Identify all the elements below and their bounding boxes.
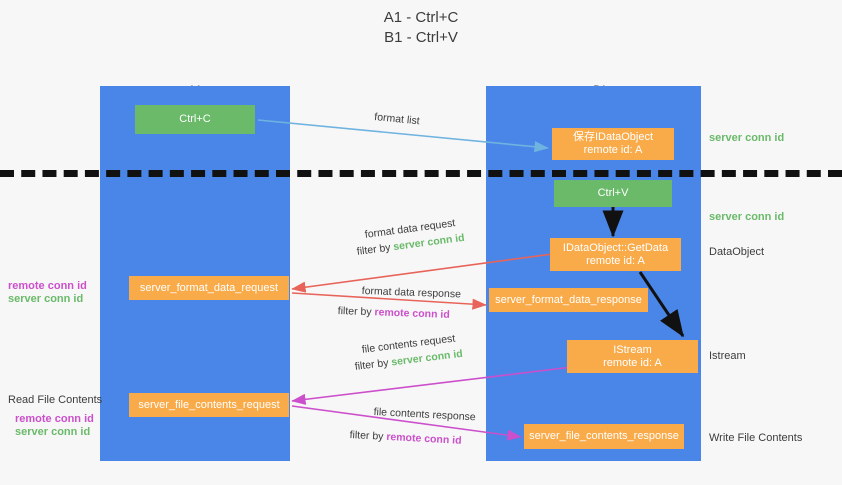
diagram-title: A1 - Ctrl+C B1 - Ctrl+V (383, 9, 459, 46)
annot-file-contents-response-filter: filter by remote conn id (349, 428, 462, 449)
node-server-file-contents-request[interactable]: server_file_contents_request (129, 393, 289, 417)
node-save-idataobject[interactable]: 保存IDataObject remote id: A (552, 128, 674, 160)
label-remote-conn-id-2: remote conn id (15, 413, 94, 425)
annot-file-contents-request-filter-prefix: filter by (354, 356, 393, 373)
annot-format-list: format list (373, 110, 421, 128)
node-server-format-data-request[interactable]: server_format_data_request (129, 276, 289, 300)
label-server-conn-id-2: server conn id (15, 426, 91, 438)
label-istream: Istream (709, 350, 746, 362)
node-ctrl-c[interactable]: Ctrl+C (135, 105, 255, 134)
annot-file-contents-response-filter-token: remote conn id (386, 430, 462, 447)
node-idataobject-getdata[interactable]: IDataObject::GetData remote id: A (550, 238, 681, 271)
label-read-file-contents: Read File Contents (8, 394, 103, 406)
annot-file-contents-response-filter-prefix: filter by (349, 428, 387, 443)
label-dataobject: DataObject (709, 246, 765, 258)
label-server-conn-id-1: server conn id (8, 293, 84, 305)
annot-format-data-response-filter-prefix: filter by (337, 304, 375, 319)
label-server-conn-id-mid: server conn id (709, 211, 785, 223)
label-write-file-contents: Write File Contents (709, 432, 803, 444)
annot-format-data-response: format data response (361, 284, 462, 301)
node-server-file-contents-response[interactable]: server_file_contents_response (524, 424, 684, 449)
label-server-conn-id-top: server conn id (709, 132, 785, 144)
node-istream[interactable]: IStream remote id: A (567, 340, 698, 373)
annot-format-data-response-filter-token: remote conn id (374, 306, 450, 321)
annot-file-contents-response: file contents response (373, 405, 476, 424)
phase-divider (0, 170, 842, 177)
annot-format-data-response-filter: filter by remote conn id (337, 304, 450, 323)
annot-format-data-request-filter-prefix: filter by (356, 241, 395, 258)
label-remote-conn-id-1: remote conn id (8, 280, 87, 292)
node-ctrl-v[interactable]: Ctrl+V (554, 180, 672, 207)
node-server-format-data-response[interactable]: server_format_data_response (489, 288, 648, 312)
